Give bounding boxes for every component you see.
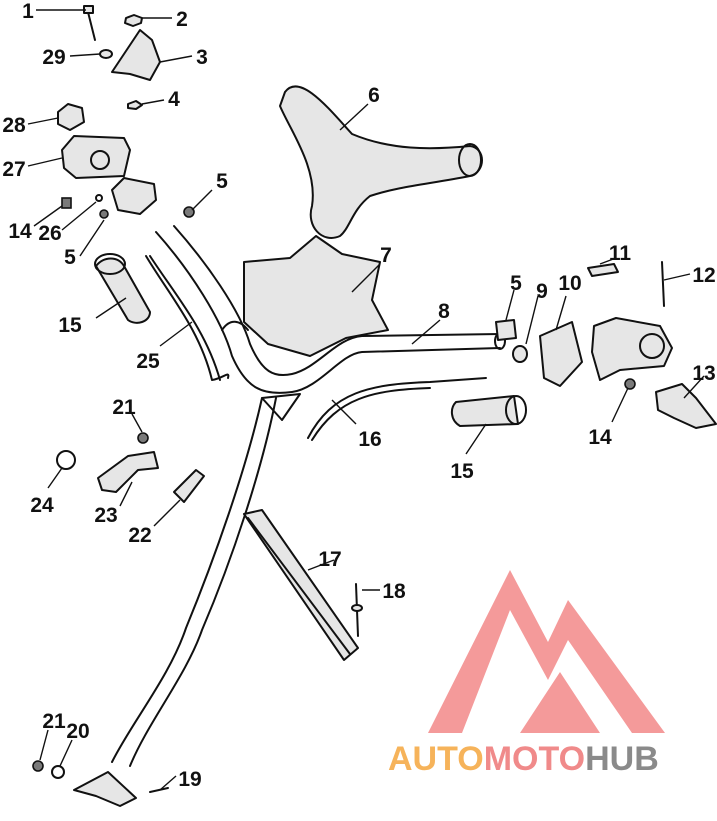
callout-5-top: 5	[216, 170, 228, 193]
callout-labels: 1 2 29 3 4 28 27 5 14 26 6 7 5 15 25 11 …	[2, 0, 715, 791]
callout-15-right: 15	[450, 460, 474, 483]
part-25-cable-b	[149, 255, 221, 381]
callout-23: 23	[94, 504, 117, 527]
callout-26: 26	[38, 222, 61, 245]
callout-17: 17	[318, 548, 341, 571]
part-21-nut-upper	[137, 432, 149, 444]
part-14-nut-right	[624, 378, 636, 390]
part-2-nut	[124, 14, 143, 27]
part-27-switch-hole	[90, 150, 110, 170]
part-throttle-housing	[591, 317, 673, 381]
callout-7: 7	[380, 244, 392, 267]
part-14-nut-left	[61, 197, 72, 209]
part-17-strut	[243, 509, 359, 661]
part-18-bolt	[351, 583, 363, 637]
part-10-mount-plate	[539, 321, 583, 387]
watermark-text: AUTOMOTOHUB	[388, 740, 659, 778]
callout-11: 11	[609, 242, 632, 265]
callout-4: 4	[168, 88, 180, 111]
part-5-cover-plate	[111, 177, 157, 215]
callout-10: 10	[558, 272, 581, 295]
part-7-pad-base	[243, 235, 389, 357]
watermark-logo	[428, 570, 665, 733]
callout-1: 1	[22, 0, 34, 23]
callout-12: 12	[692, 264, 715, 287]
callout-15-left: 15	[58, 314, 82, 337]
callout-19: 19	[178, 768, 201, 791]
part-1-bolt	[83, 5, 96, 41]
part-25-cable	[145, 255, 230, 381]
callout-3: 3	[196, 46, 208, 69]
part-11-tag	[587, 263, 619, 277]
part-5-bolt	[183, 206, 195, 218]
callout-6: 6	[368, 84, 380, 107]
part-16-cable	[307, 377, 487, 439]
callout-14-left: 14	[8, 220, 32, 243]
part-23-bracket	[97, 451, 159, 493]
callout-5-right: 5	[510, 272, 522, 295]
callout-18: 18	[382, 580, 406, 603]
part-5-spacer-right	[495, 319, 517, 341]
part-12-pin	[661, 261, 665, 307]
callout-21-upper: 21	[112, 396, 136, 419]
watermark-text-hub: HUB	[585, 740, 659, 778]
part-15-grip-right-end	[505, 395, 527, 425]
callout-9: 9	[536, 280, 548, 303]
callout-28: 28	[2, 114, 26, 137]
part-16-cable-b	[311, 387, 431, 441]
part-3-bracket	[111, 29, 161, 81]
watermark-logo-shape	[428, 570, 665, 733]
part-9-collar	[512, 345, 528, 363]
watermark-text-auto: AUTO	[388, 740, 484, 778]
callout-8: 8	[438, 300, 450, 323]
callout-24: 24	[30, 494, 54, 517]
part-19-bolt	[149, 787, 169, 793]
callout-25: 25	[136, 350, 160, 373]
part-26-washer	[95, 194, 103, 202]
part-6-handlebar-pad	[279, 85, 483, 239]
callout-16: 16	[358, 428, 381, 451]
part-6-pad-end	[458, 143, 482, 177]
part-22-clip	[173, 469, 205, 503]
part-throttle-knob	[639, 333, 665, 359]
callout-2: 2	[176, 8, 188, 31]
part-15-grip-right	[450, 395, 519, 427]
watermark-text-moto: MOTO	[484, 740, 585, 778]
part-28-switch-cap	[57, 103, 85, 131]
leader-lines	[27, 9, 705, 791]
part-29-washer	[99, 49, 113, 59]
part-27-switch-housing	[61, 135, 131, 179]
callout-14-right: 14	[588, 426, 612, 449]
part-15-grip-left-end	[94, 253, 126, 275]
callout-13: 13	[692, 362, 715, 385]
callout-22: 22	[128, 524, 151, 547]
callout-5-left: 5	[64, 246, 76, 269]
part-20-washer	[51, 765, 65, 779]
callout-27: 27	[2, 158, 25, 181]
callout-20: 20	[66, 720, 89, 743]
part-4-nut	[127, 100, 143, 110]
part-5-screw-left	[99, 209, 109, 219]
part-24-clamp	[56, 450, 76, 470]
callout-29: 29	[42, 46, 65, 69]
part-steering-clamp	[73, 771, 137, 807]
part-13-lever	[655, 383, 717, 429]
callout-21-lower: 21	[42, 710, 66, 733]
part-21-nut-lower	[32, 760, 44, 772]
